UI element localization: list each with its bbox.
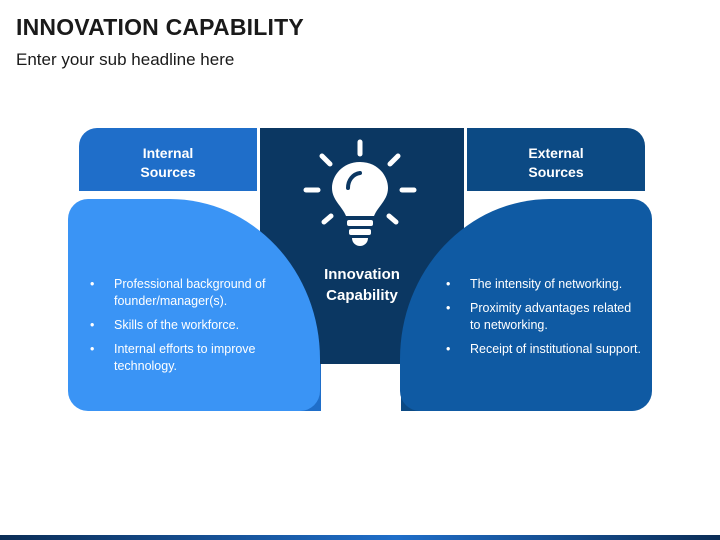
internal-label-line2: Sources bbox=[140, 164, 196, 180]
center-label-line2: Capability bbox=[326, 287, 398, 304]
list-item: Professional background of founder/manag… bbox=[88, 276, 278, 310]
internal-label-line1: Internal bbox=[142, 145, 194, 161]
list-item: Skills of the workforce. bbox=[88, 317, 278, 334]
page-subtitle: Enter your sub headline here bbox=[16, 50, 235, 69]
lightbulb-icon bbox=[303, 139, 417, 246]
bottom-accent-bar bbox=[0, 535, 720, 540]
external-label-line2: Sources bbox=[528, 164, 584, 180]
list-item: Proximity advantages related to networki… bbox=[444, 300, 644, 334]
innovation-capability-label: Innovation Capability bbox=[260, 264, 464, 306]
external-sources-tab: External Sources bbox=[467, 128, 645, 191]
list-item: Internal efforts to improve technology. bbox=[88, 341, 278, 375]
list-item: The intensity of networking. bbox=[444, 276, 644, 293]
list-item: Receipt of institutional support. bbox=[444, 341, 644, 358]
internal-sources-tab: Internal Sources bbox=[79, 128, 257, 191]
page-title: INNOVATION CAPABILITY bbox=[16, 14, 304, 40]
internal-sources-label: Internal Sources bbox=[79, 144, 257, 182]
external-sources-label: External Sources bbox=[467, 144, 645, 182]
external-sources-list: The intensity of networking. Proximity a… bbox=[444, 276, 644, 365]
center-label-line1: Innovation bbox=[324, 266, 400, 283]
internal-sources-list: Professional background of founder/manag… bbox=[88, 276, 278, 382]
external-label-line1: External bbox=[528, 145, 584, 161]
